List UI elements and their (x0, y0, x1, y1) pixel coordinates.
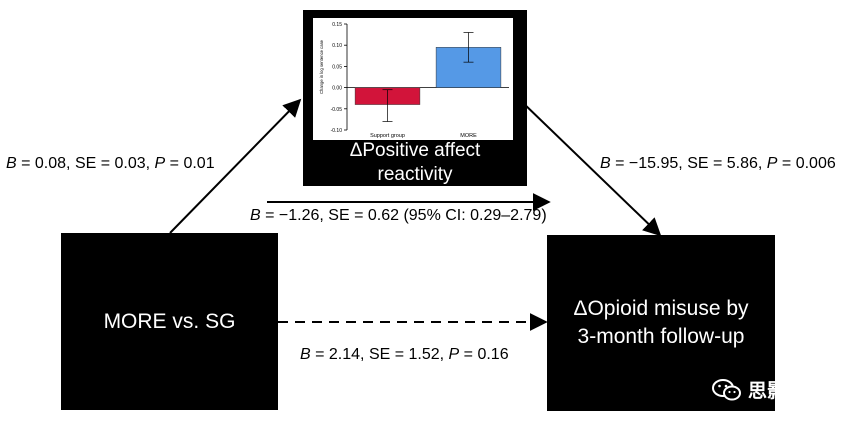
category-label: MORE (460, 133, 477, 139)
arrow-a (169, 98, 302, 234)
arrow-b (519, 99, 662, 237)
path-b-b: −15.95 (628, 155, 679, 172)
watermark-text: 思影科技 (748, 381, 825, 402)
path-c-se: 1.52 (408, 346, 440, 363)
y-tick-label: 0.05 (332, 64, 342, 70)
path-a-b: 0.08 (34, 155, 67, 172)
path-b-label: B = −15.95, SE = 5.86, P = 0.006 (600, 155, 836, 172)
indirect-ci: (95% CI: 0.29–2.79) (403, 207, 547, 224)
path-c-b: 2.14 (328, 346, 361, 363)
node-left-label: MORE vs. SG (103, 309, 236, 333)
path-a-se: 0.03 (114, 155, 146, 172)
node-right-line2: 3-month follow-up (577, 325, 745, 348)
y-tick-label: 0.15 (332, 22, 342, 28)
inset-bar-chart: 0.15 0.10 0.05 0.00 -0.05 -0.10 Change in log … (313, 18, 513, 140)
watermark: 思影科技 (712, 376, 824, 403)
node-more-vs-sg: MORE vs. SG (61, 233, 278, 410)
path-c-label: B = 2.14, SE = 1.52, P = 0.16 (300, 346, 509, 363)
path-b-p: 0.006 (795, 155, 836, 172)
inset-chart-svg: 0.15 0.10 0.05 0.00 -0.05 -0.10 Change in log … (319, 22, 509, 139)
path-a-p: 0.01 (183, 155, 215, 172)
y-tick-label: -0.10 (331, 128, 343, 134)
y-tick-label: 0.10 (332, 43, 342, 49)
y-axis-label: Change in log sentence case (319, 39, 324, 94)
path-c-p: 0.16 (477, 346, 509, 363)
indirect-se: 0.62 (367, 207, 399, 224)
category-label: Support group (370, 133, 405, 139)
node-opioid-misuse: ΔOpioid misuse by 3-month follow-up (547, 235, 775, 411)
y-tick-label: -0.05 (331, 107, 343, 113)
node-right-line1: ΔOpioid misuse by (573, 297, 749, 320)
path-a-label: B = 0.08, SE = 0.03, P = 0.01 (6, 155, 215, 172)
y-tick-label: 0.00 (332, 86, 342, 92)
node-top-line2: reactivity (377, 164, 453, 185)
indirect-effect-label: B = −1.26, SE = 0.62 (95% CI: 0.29–2.79) (250, 207, 547, 224)
node-top-line1: ΔPositive affect (349, 140, 481, 161)
path-b-se: 5.86 (726, 155, 758, 172)
node-positive-affect: 0.15 0.10 0.05 0.00 -0.05 -0.10 Change in log … (303, 10, 527, 186)
wechat-icon (712, 378, 741, 400)
indirect-b: −1.26 (278, 207, 320, 224)
